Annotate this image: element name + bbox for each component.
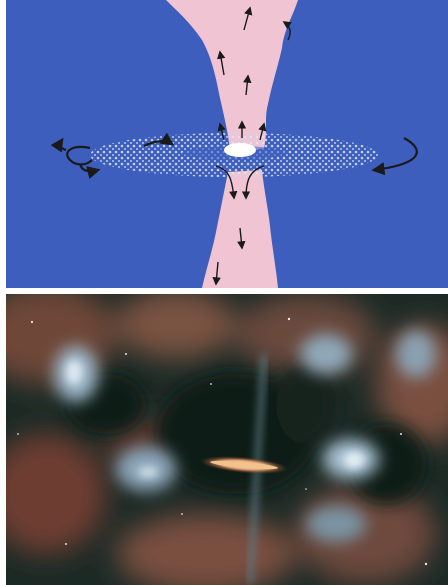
upper-jet (166, 0, 298, 152)
jet-disk-illustration (6, 0, 448, 288)
photo-svg (6, 294, 448, 585)
illustration-svg (6, 0, 448, 288)
central-source (224, 143, 256, 157)
nebula-photograph (6, 294, 448, 585)
